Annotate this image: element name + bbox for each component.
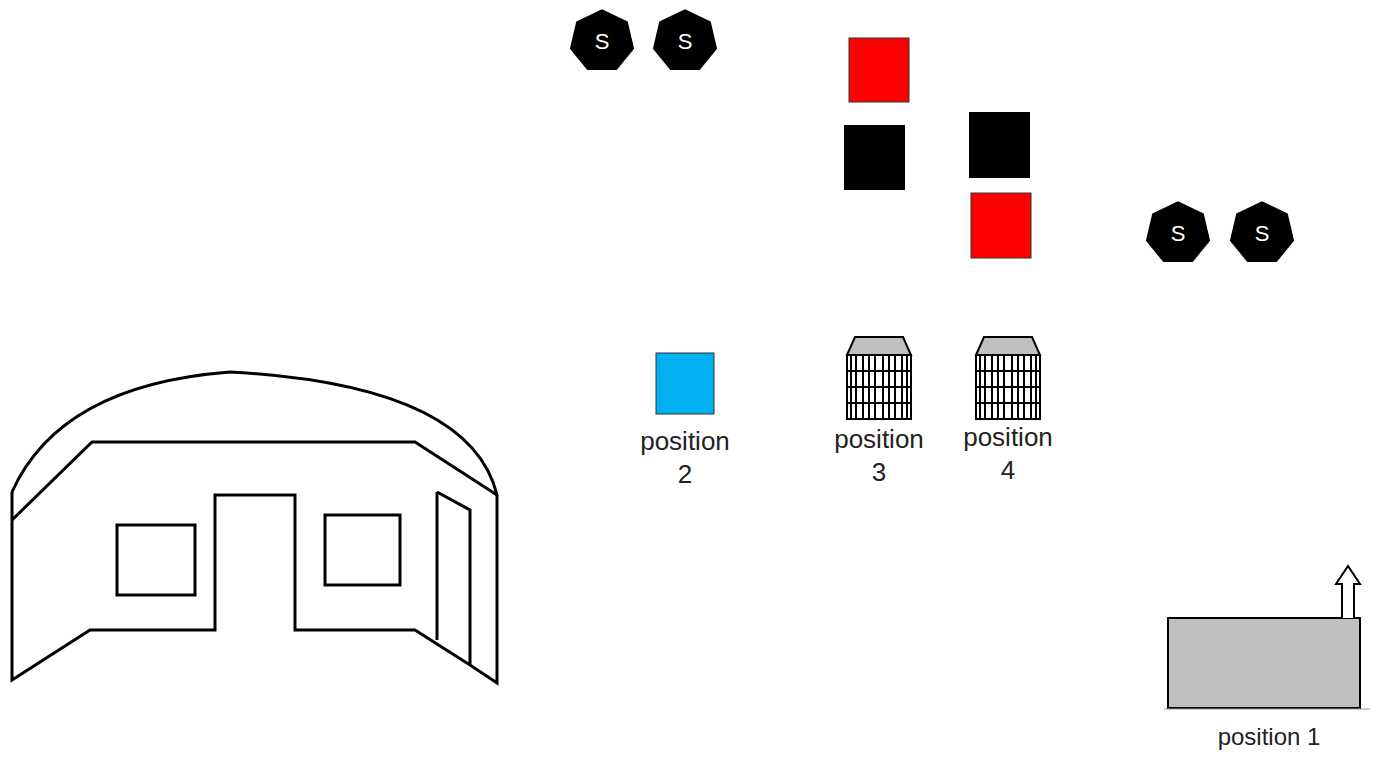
- sensor-heptagon: S: [562, 8, 642, 70]
- node-shape: [1164, 562, 1374, 710]
- house-outline: [12, 372, 497, 683]
- blue-position: position 2: [629, 352, 741, 490]
- sensor-heptagon: S: [645, 8, 725, 70]
- position-label: position 2: [633, 425, 737, 490]
- vehicle-position: position 1: [1164, 562, 1374, 752]
- position-label: position 4: [956, 421, 1060, 486]
- cage-position: position 3: [823, 335, 935, 488]
- node-shape: [974, 335, 1042, 421]
- symbol-letter: S: [1222, 200, 1302, 262]
- node-shape: [655, 352, 715, 415]
- black-square: [844, 125, 905, 190]
- black-square: [969, 112, 1030, 178]
- position-label: position 1: [1218, 722, 1321, 752]
- sensor-heptagon: S: [1222, 200, 1302, 262]
- red-square: [971, 193, 1031, 258]
- symbol-letter: S: [1138, 200, 1218, 262]
- sensor-heptagon: S: [1138, 200, 1218, 262]
- position-label: position 3: [827, 423, 931, 488]
- symbol-letter: S: [645, 8, 725, 70]
- symbol-letter: S: [562, 8, 642, 70]
- cage-position: position 4: [952, 335, 1064, 486]
- red-square: [849, 38, 909, 102]
- node-shape: [845, 335, 913, 421]
